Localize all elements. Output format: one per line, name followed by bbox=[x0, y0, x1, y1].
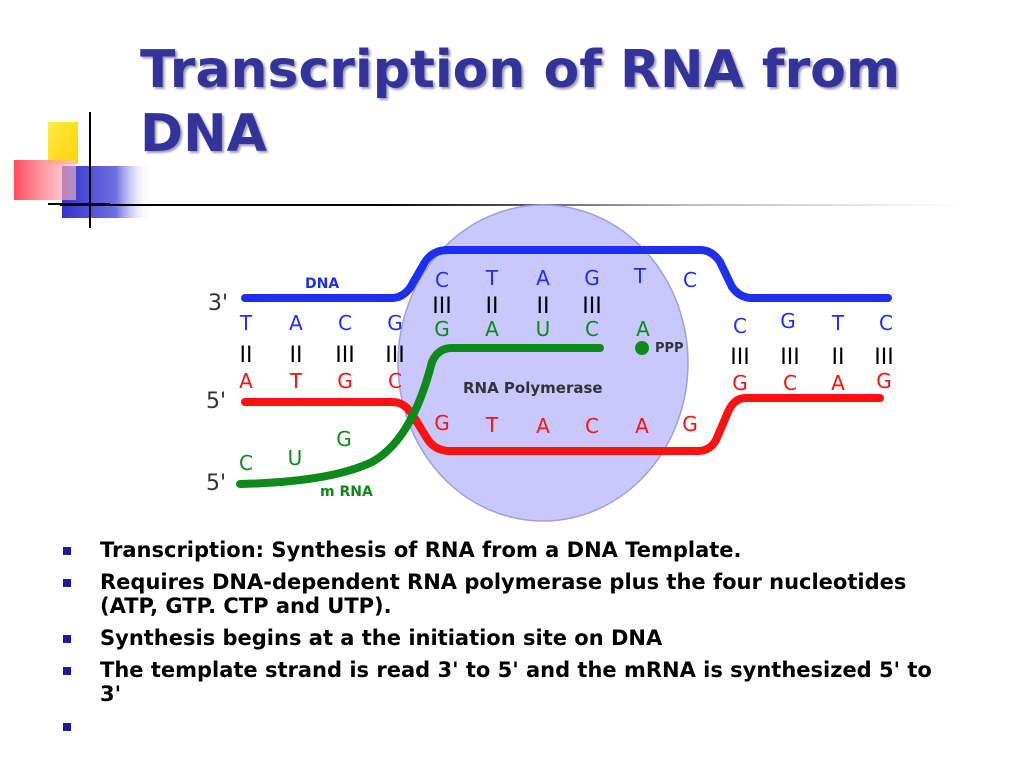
coding-strand-base: T bbox=[485, 266, 499, 290]
coding-strand-base: T bbox=[831, 311, 845, 335]
mrna-base: U bbox=[536, 317, 551, 341]
coding-strand-base: T bbox=[239, 311, 253, 335]
template-5prime-label: 5' bbox=[206, 389, 226, 414]
mrna-base: G bbox=[336, 427, 352, 451]
mrna-strand bbox=[236, 344, 604, 488]
template-strand-base: C bbox=[585, 414, 599, 438]
template-strand-base: C bbox=[388, 369, 402, 393]
coding-strand-base: T bbox=[633, 264, 647, 288]
rna-polymerase-bubble bbox=[397, 204, 689, 522]
incoming-nucleotide-dot bbox=[635, 341, 649, 355]
hydrogen-bond-mark: III bbox=[385, 343, 404, 368]
coding-strand-base: G bbox=[387, 311, 403, 335]
mrna-base: C bbox=[585, 317, 599, 341]
hydrogen-bond-mark: III bbox=[874, 345, 893, 370]
coding-strand-base: C bbox=[683, 268, 697, 292]
mrna-label: m RNA bbox=[320, 484, 373, 500]
coding-strand-base: G bbox=[584, 266, 600, 290]
coding-strand-base: C bbox=[435, 268, 449, 292]
template-strand-base: A bbox=[239, 369, 253, 393]
hydrogen-bond-mark: III bbox=[335, 343, 354, 368]
bullet-item: The template strand is read 3' to 5' and… bbox=[60, 658, 960, 706]
mrna-base: C bbox=[239, 451, 253, 475]
bullet-item: Synthesis begins at a the initiation sit… bbox=[60, 626, 960, 650]
coding-strand-base: C bbox=[733, 314, 747, 338]
template-strand-base: T bbox=[485, 413, 499, 437]
bullet-marker-icon bbox=[63, 723, 71, 731]
template-strand-base: G bbox=[732, 371, 748, 395]
decorative-squares bbox=[14, 112, 152, 228]
mrna-base: A bbox=[485, 317, 499, 341]
dna-3prime-label: 3' bbox=[208, 291, 228, 316]
coding-strand-base: G bbox=[780, 309, 796, 333]
bullet-list: Transcription: Synthesis of RNA from a D… bbox=[60, 538, 960, 746]
hydrogen-bond-mark: II bbox=[537, 294, 550, 319]
bullet-item: Requires DNA-dependent RNA polymerase pl… bbox=[60, 570, 960, 618]
bullet-marker-icon bbox=[63, 635, 71, 643]
template-strand-base: G bbox=[682, 412, 698, 436]
template-strand-base: G bbox=[337, 369, 353, 393]
coding-strand-base: C bbox=[338, 311, 352, 335]
coding-strand-base: A bbox=[536, 266, 550, 290]
template-strand-base: G bbox=[434, 411, 450, 435]
transcription-diagram: 3' 5' 5' DNA RNA Polymerase m RNA PPP T A… bbox=[206, 204, 894, 522]
hydrogen-bond-mark: III bbox=[432, 294, 451, 319]
bullet-marker-icon bbox=[63, 667, 71, 675]
hydrogen-bond-mark: III bbox=[780, 345, 799, 370]
dna-coding-strand bbox=[241, 246, 892, 302]
rna-polymerase-label: RNA Polymerase bbox=[463, 379, 603, 397]
template-strand-base: C bbox=[783, 371, 797, 395]
bullet-marker-icon bbox=[63, 579, 71, 587]
dna-template-strand bbox=[241, 394, 884, 455]
hydrogen-bond-mark: II bbox=[486, 294, 499, 319]
mrna-5prime-label: 5' bbox=[206, 471, 226, 496]
slide-title: Transcription of RNA from DNA bbox=[140, 40, 901, 164]
template-strand-base: G bbox=[876, 369, 892, 393]
coding-strand-base: A bbox=[289, 311, 303, 335]
mrna-base: U bbox=[288, 446, 303, 470]
hydrogen-bond-mark: II bbox=[290, 343, 303, 368]
title-divider bbox=[60, 204, 960, 206]
template-strand-base: A bbox=[635, 414, 649, 438]
hydrogen-bond-mark: III bbox=[730, 345, 749, 370]
template-strand-base: A bbox=[536, 414, 550, 438]
ppp-label: PPP bbox=[655, 341, 684, 356]
hydrogen-bond-mark: II bbox=[832, 345, 845, 370]
hydrogen-bond-mark: III bbox=[582, 294, 601, 319]
template-strand-base: A bbox=[831, 371, 845, 395]
dna-label: DNA bbox=[305, 276, 339, 292]
hydrogen-bond-mark: II bbox=[240, 343, 253, 368]
bullet-item bbox=[60, 714, 960, 738]
mrna-base: G bbox=[434, 317, 450, 341]
bullet-marker-icon bbox=[63, 547, 71, 555]
coding-strand-base: C bbox=[879, 311, 893, 335]
bullet-item: Transcription: Synthesis of RNA from a D… bbox=[60, 538, 960, 562]
template-strand-base: T bbox=[289, 369, 303, 393]
mrna-base: A bbox=[636, 317, 650, 341]
